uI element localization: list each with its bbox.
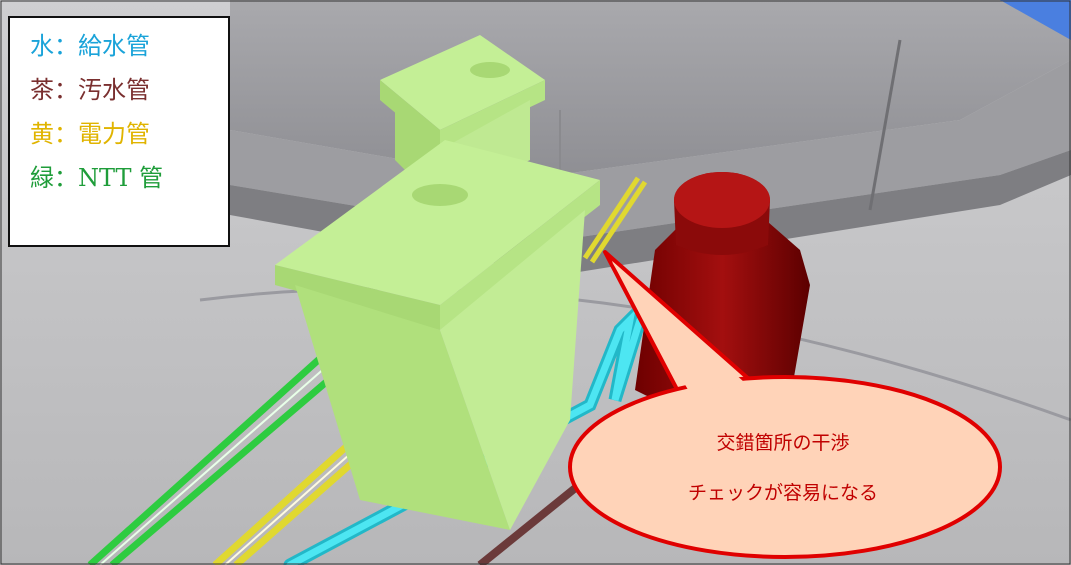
blue-sky-corner <box>1000 0 1071 40</box>
legend-item-sewer: 茶：汚水管 <box>30 76 150 104</box>
legend-box: 水：給水管 茶：汚水管 黄：電力管 緑：NTT 管 <box>8 16 230 247</box>
seam-1 <box>868 39 902 211</box>
callout-bubble <box>568 250 1002 559</box>
legend-item-power: 黄：電力管 <box>30 120 150 148</box>
callout-line-1: 交錯箇所の干渉 <box>716 432 850 454</box>
legend-item-ntt: 緑：NTT 管 <box>30 164 164 192</box>
callout-line-2: チェックが容易になる <box>687 482 878 504</box>
red-cylinder <box>635 172 810 413</box>
legend-item-water: 水：給水管 <box>30 32 150 60</box>
front-junction-box <box>275 140 600 530</box>
ntt-pipes <box>87 342 355 565</box>
